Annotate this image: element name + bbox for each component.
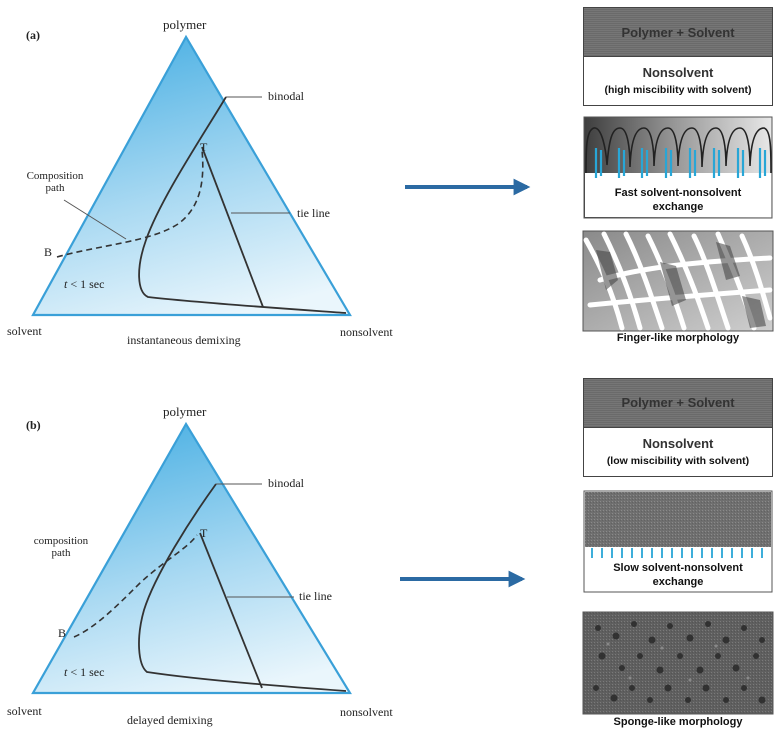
binodal-label-b: binodal [268, 476, 304, 490]
time-rest-b: < 1 sec [67, 665, 105, 679]
time-label-a: t < 1 sec [64, 277, 104, 292]
tie-line-a [201, 146, 264, 308]
vertex-solvent-b: solvent [7, 704, 42, 718]
finger-like-morphology-image [582, 230, 774, 332]
nonsolvent-title-b: Nonsolvent [642, 436, 714, 451]
point-b-b: B [58, 626, 67, 640]
time-var-b: t [64, 665, 68, 679]
exchange-label-a: Fast solvent-nonsolvent exchange [584, 186, 772, 214]
ternary-diagram-a [31, 34, 352, 317]
panel-label-b: (b) [26, 418, 41, 432]
nonsolvent-subtitle-b: (low miscibility with solvent) [606, 455, 750, 467]
sponge-like-morphology-image [582, 611, 774, 715]
exchange-label-b-line1: Slow solvent-nonsolvent [613, 562, 743, 574]
time-label-b: t < 1 sec [64, 665, 104, 680]
fast-exchange-illustration [583, 116, 773, 219]
composition-path-label-b: composition path [26, 535, 96, 559]
tie-line-label-b: tie line [299, 589, 332, 603]
composition-path-label-a-line1: Composition [26, 170, 84, 182]
composition-path-a [56, 149, 204, 258]
tie-line-label-a: tie line [297, 206, 330, 220]
composition-path-label-a-line2: path [45, 182, 65, 194]
nonsolvent-subtitle-a: (high miscibility with solvent) [604, 84, 752, 96]
demixing-label-b: delayed demixing [127, 713, 213, 727]
polymer-solvent-box-a: Polymer + Solvent [583, 7, 773, 57]
triangle-b [31, 421, 352, 695]
composition-path-label-a: Composition path [20, 170, 90, 194]
slow-exchange-illustration [583, 490, 773, 593]
vertex-nonsolvent-a: nonsolvent [340, 325, 393, 339]
time-rest-a: < 1 sec [67, 277, 105, 291]
nonsolvent-title-a: Nonsolvent [642, 65, 714, 80]
ternary-diagram-b [31, 421, 352, 695]
binodal-curve-b [138, 483, 347, 692]
binodal-label-a: binodal [268, 89, 304, 103]
nonsolvent-box-a: Nonsolvent (high miscibility with solven… [583, 56, 773, 106]
exchange-label-a-line1: Fast solvent-nonsolvent [614, 187, 742, 199]
vertex-polymer-a: polymer [163, 17, 207, 32]
morphology-label-a: Finger-like morphology [616, 332, 740, 344]
exchange-label-b-line2: exchange [652, 576, 704, 588]
tie-line-b [199, 532, 263, 689]
polymer-solvent-label-b: Polymer + Solvent [621, 395, 735, 410]
exchange-label-b: Slow solvent-nonsolvent exchange [584, 561, 772, 589]
water-drops-fast [594, 148, 767, 178]
composition-path-b [73, 534, 198, 638]
vertex-solvent-a: solvent [7, 324, 42, 338]
composition-path-label-b-line1: composition [33, 535, 89, 547]
polymer-solvent-label-a: Polymer + Solvent [621, 25, 735, 40]
vertex-nonsolvent-b: nonsolvent [340, 705, 393, 719]
binodal-curve-a [138, 96, 347, 314]
composition-path-label-b-line2: path [51, 547, 71, 559]
point-t-b: T [200, 526, 208, 540]
exchange-label-a-line2: exchange [652, 201, 704, 213]
water-drops-slow [591, 548, 763, 558]
vertex-polymer-b: polymer [163, 404, 207, 419]
morphology-label-b: Sponge-like morphology [613, 716, 743, 728]
panel-label-a: (a) [26, 28, 40, 42]
triangle-a [31, 34, 352, 317]
time-var-a: t [64, 277, 68, 291]
demixing-label-a: instantaneous demixing [127, 333, 241, 347]
finger-outline [585, 127, 772, 174]
composition-leader-a [63, 199, 127, 240]
point-b-a: B [44, 245, 53, 259]
point-t-a: T [200, 140, 208, 154]
nonsolvent-box-b: Nonsolvent (low miscibility with solvent… [583, 427, 773, 477]
polymer-solvent-box-b: Polymer + Solvent [583, 378, 773, 428]
